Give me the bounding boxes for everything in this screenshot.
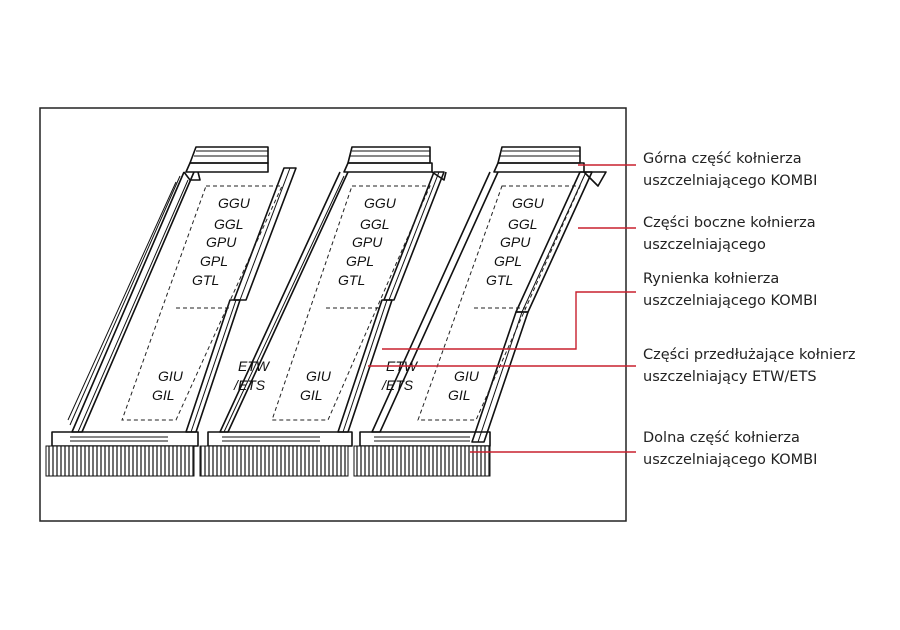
- legend-side-flashing-line2: uszczelniającego: [643, 237, 766, 253]
- diagram-frame: [39, 107, 627, 522]
- code-label: GIL: [448, 387, 471, 403]
- code-label: ETW: [238, 358, 271, 374]
- window-outline-1: [121, 185, 283, 421]
- code-label: GGU: [364, 195, 397, 211]
- legend-extension-line1: Części przedłużające kołnierz: [643, 347, 856, 363]
- window-outline-3: [417, 185, 581, 421]
- legend-bottom-flashing-line2: uszczelniającego KOMBI: [643, 452, 817, 468]
- code-label: GTL: [338, 272, 365, 288]
- code-label: GIU: [158, 368, 184, 384]
- bottom-flashing-2: [199, 431, 353, 477]
- code-label: GGL: [360, 216, 390, 232]
- code-label: GIU: [454, 368, 480, 384]
- code-label: GGL: [214, 216, 244, 232]
- code-label: GPU: [206, 234, 237, 250]
- extension-piece-3: [471, 311, 529, 443]
- code-label: GGU: [218, 195, 251, 211]
- bottom-flashing-3: [353, 431, 491, 477]
- side-flashing-left-1: [67, 171, 195, 433]
- code-label: /ETS: [381, 377, 414, 393]
- codes-window-2: GGU GGL GPU GPL GTL GIU GIL ETW /ETS: [300, 195, 419, 403]
- code-label: GTL: [192, 272, 219, 288]
- side-flashing-right-1: [233, 167, 297, 301]
- code-label: GGL: [508, 216, 538, 232]
- top-flashing-1: [183, 146, 269, 181]
- legend-gutter-line1: Rynienka kołnierza: [643, 271, 779, 287]
- code-label: GPL: [494, 253, 522, 269]
- code-label: GPU: [352, 234, 383, 250]
- top-flashing-2: [343, 146, 447, 181]
- legend-side-flashing-line1: Części boczne kołnierza: [643, 215, 816, 231]
- codes-window-3: GGU GGL GPU GPL GTL GIU GIL: [448, 195, 545, 403]
- legend: Górna część kołnierza uszczelniającego K…: [643, 151, 856, 468]
- legend-gutter-line2: uszczelniającego KOMBI: [643, 293, 817, 309]
- code-label: GGU: [512, 195, 545, 211]
- extension-piece-1: [185, 299, 241, 433]
- window-outline-2: [271, 185, 431, 421]
- code-label: GIL: [300, 387, 323, 403]
- leader-lines: [368, 164, 636, 453]
- code-label: GPL: [200, 253, 228, 269]
- legend-extension-line2: uszczelniający ETW/ETS: [643, 369, 817, 385]
- code-label: /ETS: [233, 377, 266, 393]
- window-1: [45, 146, 297, 477]
- window-2: [199, 146, 447, 477]
- bottom-flashing-1: [45, 431, 199, 477]
- code-label: GIU: [306, 368, 332, 384]
- code-label: GIL: [152, 387, 175, 403]
- code-label: GPL: [346, 253, 374, 269]
- legend-top-flashing-line2: uszczelniającego KOMBI: [643, 173, 817, 189]
- legend-bottom-flashing-line1: Dolna część kołnierza: [643, 430, 800, 446]
- code-label: GPU: [500, 234, 531, 250]
- codes-window-1: GGU GGL GPU GPL GTL GIU GIL ETW /ETS: [152, 195, 271, 403]
- top-flashing-3: [493, 146, 607, 187]
- window-3: [353, 146, 607, 477]
- leader-gutter: [382, 291, 636, 350]
- code-label: GTL: [486, 272, 513, 288]
- side-flashing-right-2: [383, 171, 445, 301]
- legend-top-flashing-line1: Górna część kołnierza: [643, 151, 802, 167]
